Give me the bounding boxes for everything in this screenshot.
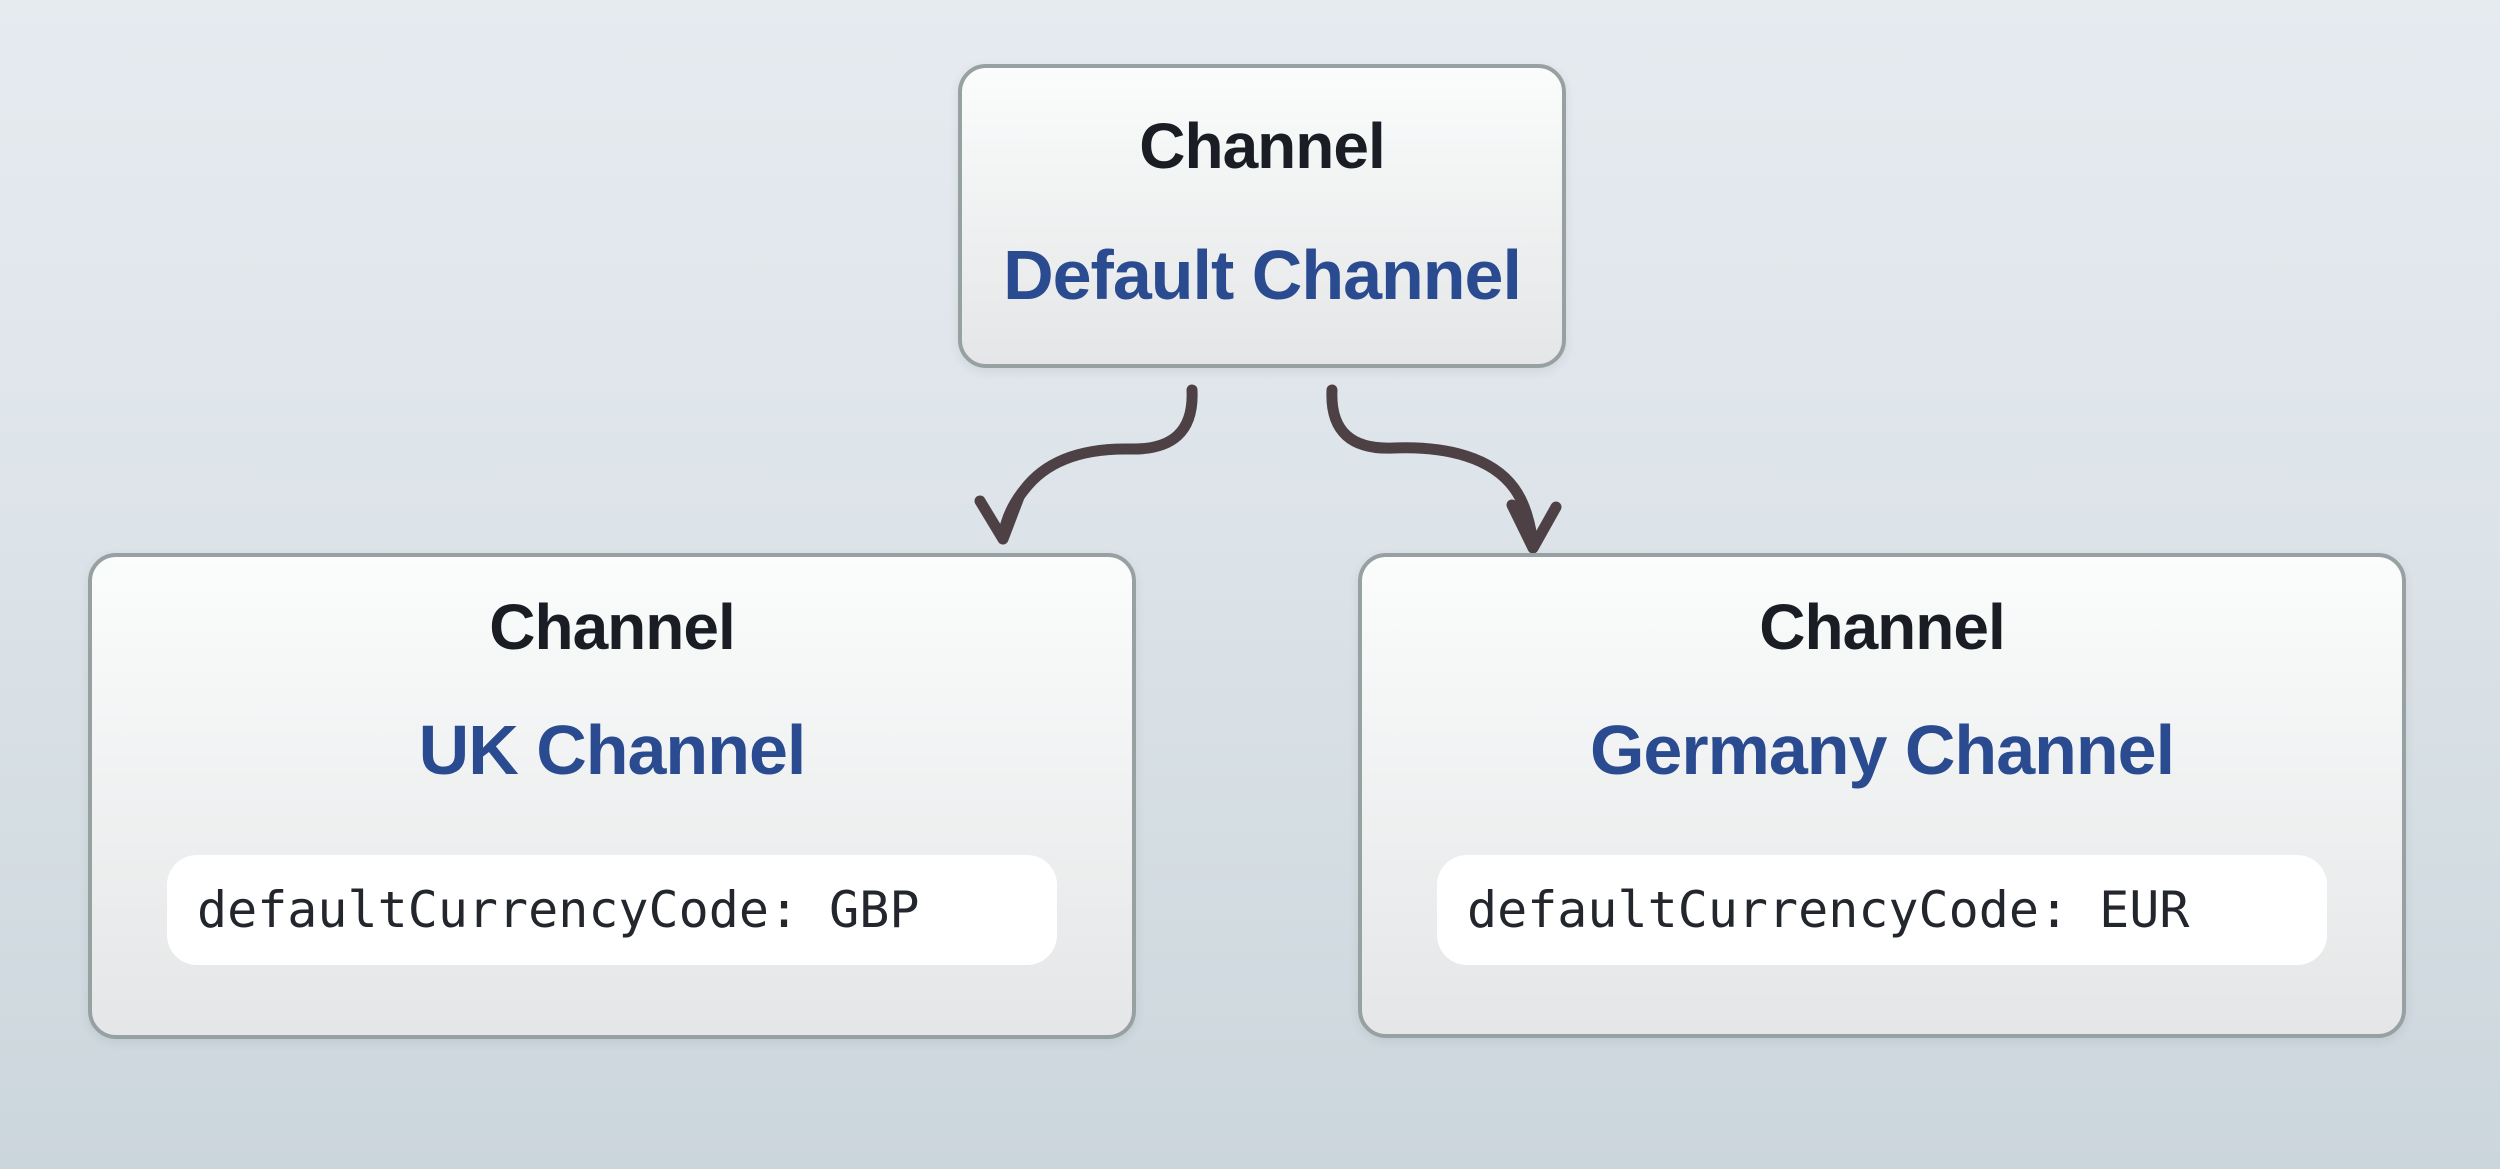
arrowhead-icon bbox=[1506, 499, 1562, 554]
node-germany-channel: Channel Germany Channel defaultCurrencyC… bbox=[1358, 553, 2406, 1038]
channel-name-label: UK Channel bbox=[418, 711, 807, 789]
attribute-code-label: defaultCurrencyCode: EUR bbox=[1467, 881, 2190, 939]
node-default-channel: Channel Default Channel bbox=[958, 64, 1566, 368]
attribute-pill: defaultCurrencyCode: GBP bbox=[167, 855, 1057, 965]
arrow-default-to-uk-channel bbox=[974, 384, 1198, 545]
attribute-pill: defaultCurrencyCode: EUR bbox=[1437, 855, 2327, 965]
entity-type-label: Channel bbox=[1759, 591, 2005, 663]
arrow-default-to-germany-channel bbox=[1326, 384, 1562, 554]
channel-name-label: Germany Channel bbox=[1589, 711, 2175, 789]
attribute-code-label: defaultCurrencyCode: GBP bbox=[197, 881, 920, 939]
node-uk-channel: Channel UK Channel defaultCurrencyCode: … bbox=[88, 553, 1136, 1039]
arrowhead-icon bbox=[974, 491, 1025, 545]
entity-type-label: Channel bbox=[1139, 110, 1385, 182]
entity-type-label: Channel bbox=[489, 591, 735, 663]
channel-name-label: Default Channel bbox=[1003, 236, 1522, 314]
